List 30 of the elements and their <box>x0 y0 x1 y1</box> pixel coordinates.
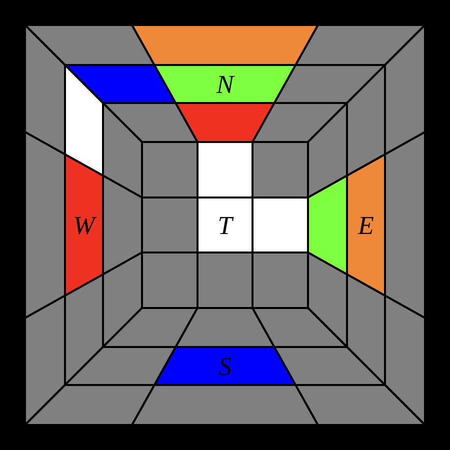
facelet-letter: W <box>73 211 95 240</box>
facelet <box>307 102 348 198</box>
facelet-letter: E <box>358 211 374 240</box>
facelet <box>141 141 198 198</box>
facelet <box>384 24 426 156</box>
facelet-letter: T <box>218 211 232 240</box>
facelet <box>196 141 254 198</box>
facelet <box>294 384 426 426</box>
facelet <box>273 346 386 386</box>
facelet-letter: N <box>216 70 234 99</box>
facelet <box>252 307 348 348</box>
facelet <box>252 252 309 309</box>
facelet <box>196 252 254 309</box>
facelet <box>102 102 143 198</box>
facelet-letter: S <box>218 352 232 381</box>
facelet <box>141 196 198 254</box>
facelet <box>24 24 66 156</box>
facelet <box>174 102 276 143</box>
facelet <box>141 252 198 309</box>
facelet <box>24 384 156 426</box>
facelet <box>64 346 177 386</box>
facelet <box>196 196 254 254</box>
facelet <box>102 174 143 276</box>
facelet <box>102 307 198 348</box>
facelet <box>174 307 276 348</box>
facelet <box>64 64 104 177</box>
facelet <box>252 141 309 198</box>
facelet <box>346 64 386 177</box>
facelet <box>252 196 309 254</box>
facelet <box>307 174 348 276</box>
